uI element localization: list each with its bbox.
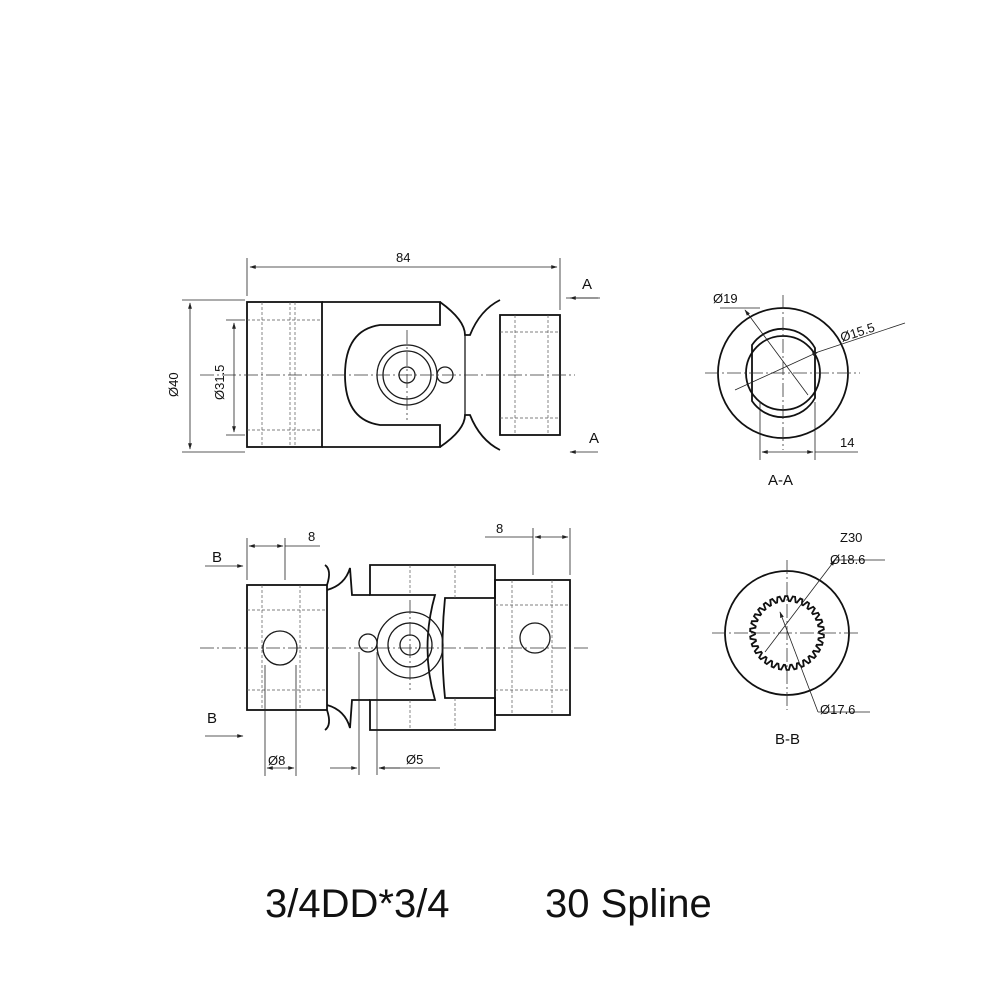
caption-spline: 30 Spline — [545, 882, 712, 926]
spline-profile — [749, 595, 825, 671]
dim-spline-minor-diameter: Ø17.6 — [820, 702, 855, 717]
section-marker-b-bottom: B — [207, 710, 217, 727]
section-marker-b-top: B — [212, 549, 222, 566]
dim-bore-diameter: Ø19 — [713, 291, 738, 306]
dim-left-offset: 8 — [308, 529, 315, 544]
dim-hole-diameter: Ø8 — [268, 753, 285, 768]
dim-overall-length: 84 — [396, 250, 410, 265]
section-marker-a-bottom: A — [589, 430, 599, 447]
dim-bore-flat-diameter: Ø15.5 — [838, 320, 876, 345]
section-label-aa: A-A — [768, 472, 793, 489]
section-marker-a-top: A — [582, 276, 592, 293]
dim-right-offset: 8 — [496, 521, 503, 536]
caption: 3/4DD*3/4 30 Spline — [265, 882, 712, 926]
caption-part-code: 3/4DD*3/4 — [265, 882, 450, 926]
top-side-view: 84 Ø40 Ø31.5 A A — [166, 250, 600, 454]
dim-pin-diameter: Ø5 — [406, 752, 423, 767]
dim-spline-teeth: Z30 — [840, 530, 862, 545]
dim-flat-width: 14 — [840, 435, 854, 450]
section-aa-view: Ø19 Ø15.5 14 A-A — [705, 291, 906, 489]
dim-inner-diameter: Ø31.5 — [212, 365, 227, 400]
section-label-bb: B-B — [775, 731, 800, 748]
dim-outer-diameter: Ø40 — [166, 372, 181, 397]
bottom-front-view: 8 8 B B Ø8 Ø5 — [200, 521, 590, 776]
section-bb-view: Z30 Ø18.6 Ø17.6 B-B — [712, 530, 885, 748]
dim-spline-major-diameter: Ø18.6 — [830, 552, 865, 567]
